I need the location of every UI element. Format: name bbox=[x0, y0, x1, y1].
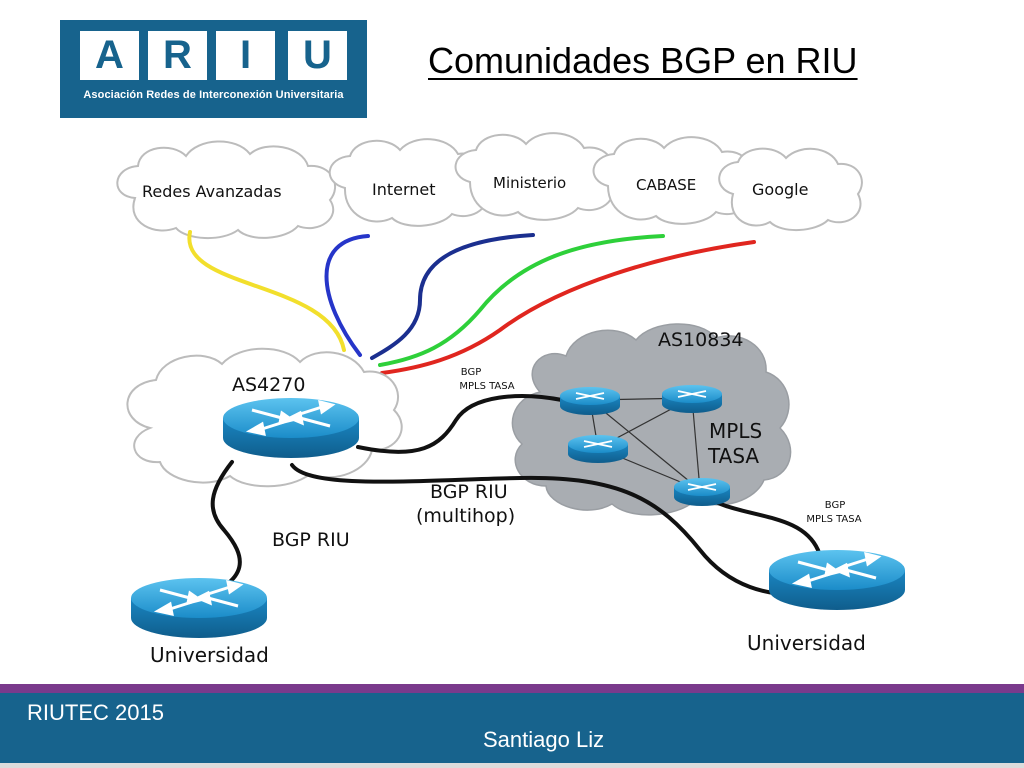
bgp-mpls-right-line1: BGP bbox=[825, 500, 845, 511]
upstream-links bbox=[187, 230, 756, 375]
link-cabase bbox=[378, 234, 665, 367]
bgp-mpls-top-line1: BGP bbox=[461, 367, 481, 378]
logo-letter-i: I bbox=[216, 31, 275, 80]
bgp-mpls-right-line2: MPLS TASA bbox=[806, 514, 861, 525]
logo-letter-a: A bbox=[80, 31, 139, 80]
footer-bottom-line bbox=[0, 763, 1024, 768]
as4270-label: AS4270 bbox=[232, 374, 305, 396]
bgp-riu-left-label: BGP RIU bbox=[272, 529, 350, 551]
link-ministerio bbox=[370, 233, 535, 360]
cloud-label-ministerio: Ministerio bbox=[493, 174, 566, 192]
logo-letter-u: U bbox=[288, 31, 347, 80]
as10834-label: AS10834 bbox=[658, 329, 744, 351]
ariu-logo: A R I U Asociación Redes de Interconexió… bbox=[60, 20, 367, 118]
footer-stripe bbox=[0, 684, 1024, 693]
footer-bar bbox=[0, 693, 1024, 763]
network-diagram: Redes Avanzadas Internet Ministerio CABA… bbox=[116, 132, 905, 667]
logo-letter-r: R bbox=[148, 31, 207, 80]
footer-event: RIUTEC 2015 bbox=[27, 700, 164, 725]
bgp-riu-multihop-line2: (multihop) bbox=[416, 505, 515, 527]
bgp-riu-multihop-line1: BGP RIU bbox=[430, 481, 508, 503]
cloud-google bbox=[718, 147, 863, 232]
link-as4270-mpls-top bbox=[356, 394, 564, 454]
router-universidad-left bbox=[131, 578, 267, 638]
mpls-label-line1: MPLS bbox=[709, 419, 762, 443]
bgp-mpls-top-line2: MPLS TASA bbox=[459, 381, 514, 392]
mpls-label-line2: TASA bbox=[707, 444, 759, 468]
router-mpls-2 bbox=[662, 385, 722, 413]
link-redes-avanzadas bbox=[187, 230, 346, 352]
link-google bbox=[380, 240, 756, 375]
cloud-label-redes-avanzadas: Redes Avanzadas bbox=[142, 182, 282, 201]
router-mpls-3 bbox=[568, 435, 628, 463]
cloud-label-internet: Internet bbox=[372, 180, 436, 199]
cloud-label-cabase: CABASE bbox=[636, 176, 696, 194]
router-mpls-4 bbox=[674, 478, 730, 506]
cloud-label-google: Google bbox=[752, 180, 808, 199]
page-title: Comunidades BGP en RIU bbox=[428, 40, 858, 81]
logo-tagline: Asociación Redes de Interconexión Univer… bbox=[83, 89, 344, 101]
router-universidad-right bbox=[769, 550, 905, 610]
universidad-right-label: Universidad bbox=[747, 631, 866, 655]
router-mpls-1 bbox=[560, 387, 620, 415]
link-bgp-riu-multihop bbox=[290, 463, 802, 597]
router-as4270 bbox=[223, 398, 359, 458]
footer-author: Santiago Liz bbox=[483, 727, 605, 752]
universidad-left-label: Universidad bbox=[150, 643, 269, 667]
link-internet bbox=[324, 234, 370, 357]
